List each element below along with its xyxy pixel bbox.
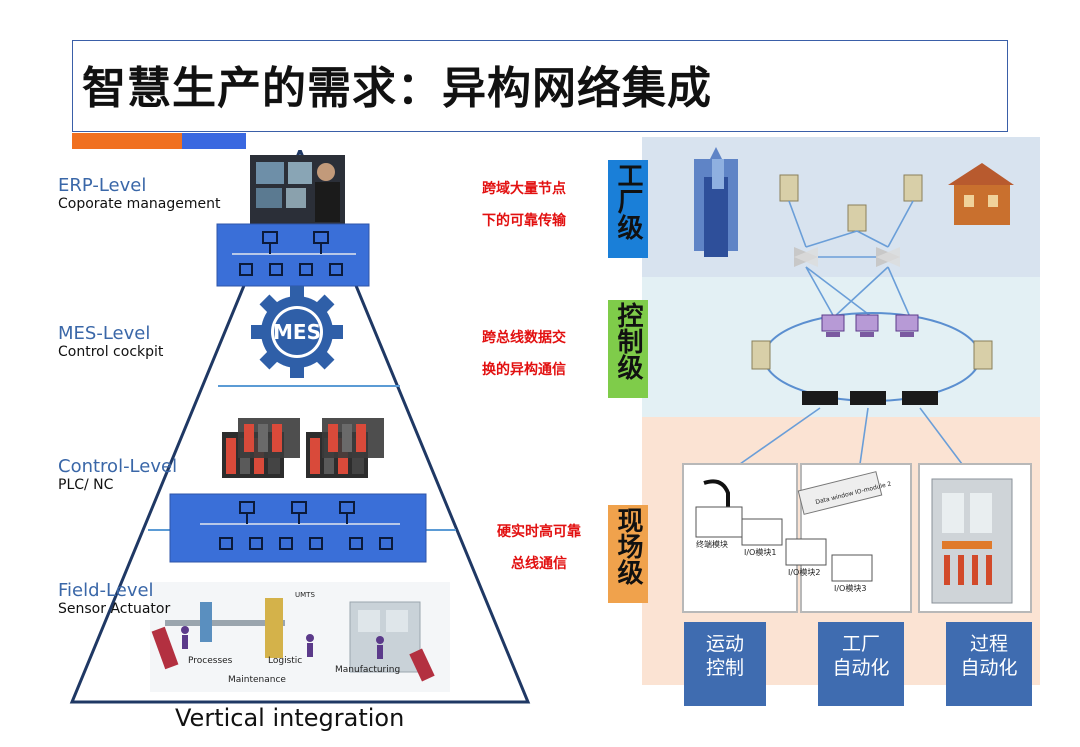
field-cards-art: Data window IO-module 2 终端模块 I/O模块1 I/O模…: [695, 471, 1013, 604]
note-field-line2: 总线通信: [511, 556, 567, 572]
zone-label-field-text: 现场级: [613, 507, 643, 585]
mes-level-title: MES-Level: [58, 323, 151, 344]
erp-level-title: ERP-Level: [58, 175, 147, 196]
gateway-icon-1: [802, 391, 838, 405]
network-diagram: [694, 147, 1014, 405]
server-icon-3: [903, 174, 923, 202]
field-label-logistic: Logistic: [268, 656, 302, 666]
zone-label-factory: 工厂级: [608, 160, 648, 258]
ring-server-right: [973, 340, 993, 370]
pc-icon-1: [821, 314, 845, 337]
title-box: [72, 40, 1008, 132]
erp-network-box: [216, 223, 370, 287]
gateway-icon-2: [850, 391, 886, 405]
field-links: [739, 407, 963, 465]
plc-image-1: [222, 418, 300, 478]
panel-process-line1: 过程: [969, 633, 1008, 655]
panel-process-line2: 自动化: [960, 657, 1018, 679]
accent-bar-orange: [72, 133, 182, 149]
erp-photo: [250, 155, 345, 225]
erp-level-desc: Coporate management: [58, 196, 221, 212]
module-label-0: 终端模块: [696, 539, 728, 549]
note-field-line1: 硬实时高可靠: [497, 524, 581, 540]
note-control: 跨总线数据交 换的异构通信: [482, 322, 566, 386]
field-scene: Processes Logistic Maintenance Manufactu…: [150, 582, 450, 692]
ring-server-left: [751, 340, 771, 370]
zone-label-factory-text: 工厂级: [613, 162, 643, 240]
pyramid-diagram: MES: [69, 150, 531, 704]
control-network-box: [169, 493, 427, 563]
field-level-desc: Sensor Actuator: [58, 601, 171, 617]
mes-gear-icon: MES: [251, 286, 343, 378]
field-label-processes: Processes: [188, 656, 233, 666]
control-level-desc: PLC/ NC: [58, 477, 114, 493]
mes-level-block: MES-Level Control cockpit: [58, 323, 163, 360]
gateway-icon-3: [902, 391, 938, 405]
erp-level-block: ERP-Level Coporate management: [58, 175, 220, 212]
module-label-3: I/O模块3: [834, 583, 866, 593]
skyscraper-icon: [694, 147, 738, 257]
panel-factory-line2: 自动化: [832, 657, 890, 679]
zone-label-field: 现场级: [608, 505, 648, 603]
factory-links: [788, 200, 914, 318]
control-level-title: Control-Level: [58, 456, 178, 477]
server-icon-1: [779, 174, 799, 202]
pyramid-caption: Vertical integration: [175, 704, 405, 732]
page-title: 智慧生产的需求：异构网络集成: [82, 63, 712, 114]
note-control-line1: 跨总线数据交: [482, 330, 566, 346]
pc-icon-3: [895, 314, 919, 337]
field-level-title: Field-Level: [58, 580, 154, 601]
router-icon-right: [876, 247, 900, 267]
field-label-manufacturing: Manufacturing: [335, 665, 400, 675]
panel-motion-control: 运动 控制: [684, 622, 766, 706]
io-modules-image: Data window IO-module 2 终端模块 I/O模块1 I/O模…: [695, 471, 892, 593]
module-label-2: I/O模块2: [788, 567, 820, 577]
zone-label-control-text: 控制级: [613, 302, 643, 380]
panel-process-automation: 过程 自动化: [946, 622, 1032, 706]
mes-level-desc: Control cockpit: [58, 344, 164, 360]
field-label-umts: UMTS: [295, 591, 315, 599]
pc-icon-2: [855, 314, 879, 337]
field-level-block: Field-Level Sensor Actuator: [58, 580, 170, 617]
note-control-line2: 换的异构通信: [482, 362, 566, 378]
panel-factory-line1: 工厂: [841, 633, 880, 655]
process-cabinet-image: [931, 478, 1013, 604]
router-icon-left: [794, 247, 818, 267]
server-icon-2: [847, 204, 867, 232]
note-field: 硬实时高可靠 总线通信: [497, 516, 581, 580]
zone-label-control: 控制级: [608, 300, 648, 398]
mes-label: MES: [273, 320, 321, 344]
note-factory-line1: 跨域大量节点: [482, 181, 566, 197]
accent-bar-blue: [182, 133, 246, 149]
panel-motion-line2: 控制: [705, 657, 744, 679]
house-icon: [948, 163, 1014, 225]
field-label-maintenance: Maintenance: [228, 675, 286, 685]
module-label-1: I/O模块1: [744, 547, 776, 557]
note-factory-line2: 下的可靠传输: [482, 213, 566, 229]
note-factory: 跨域大量节点 下的可靠传输: [482, 173, 566, 237]
panel-motion-line1: 运动: [705, 633, 744, 655]
control-level-block: Control-Level PLC/ NC: [58, 456, 177, 493]
panel-factory-automation: 工厂 自动化: [818, 622, 904, 706]
plc-image-2: [306, 418, 384, 478]
